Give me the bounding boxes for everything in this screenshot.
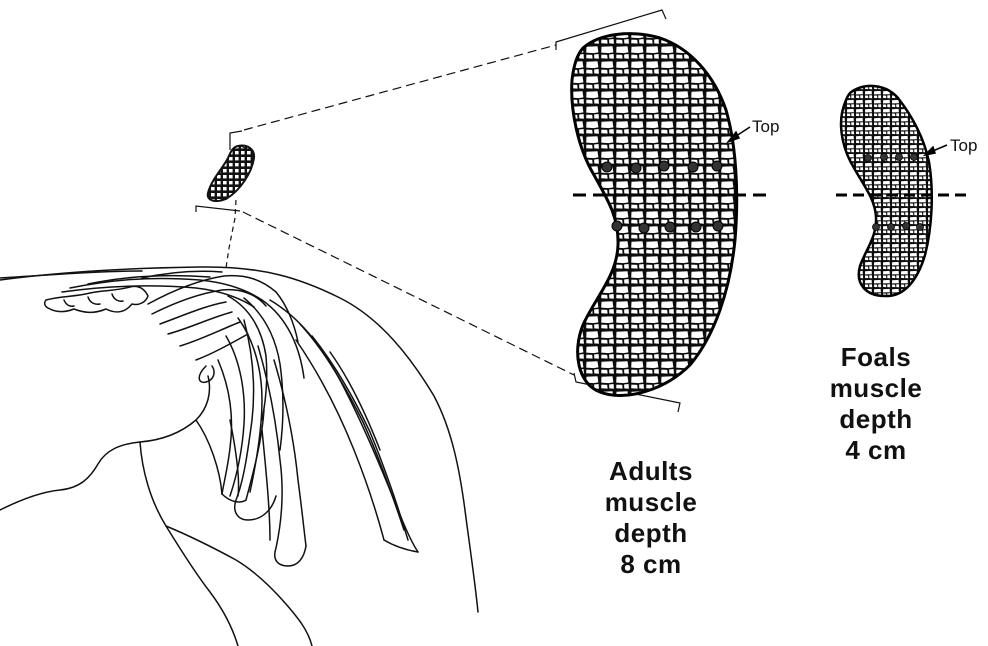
upper-projection-line bbox=[244, 45, 556, 130]
foal-top-label: Top bbox=[950, 137, 977, 155]
foal-caption-line-4: 4 cm bbox=[816, 435, 936, 466]
lower-projection-line bbox=[243, 212, 574, 375]
adult-caption-line-3: depth bbox=[586, 518, 716, 549]
foal-caption-line-3: depth bbox=[816, 404, 936, 435]
small-muscle-inset bbox=[208, 146, 254, 201]
adult-muscle-outline bbox=[572, 34, 737, 396]
foal-caption-line-1: Foals bbox=[816, 342, 936, 373]
adult-muscle-section bbox=[572, 34, 737, 396]
adult-top-label: Top bbox=[752, 118, 779, 136]
adult-caption: Adults muscle depth 8 cm bbox=[586, 456, 716, 580]
foal-muscle-section bbox=[841, 86, 932, 296]
adult-caption-line-2: muscle bbox=[586, 487, 716, 518]
horse-neck-illustration bbox=[0, 267, 478, 646]
foal-caption-line-2: muscle bbox=[816, 373, 936, 404]
foal-muscle-outline bbox=[841, 86, 932, 296]
adult-caption-line-4: 8 cm bbox=[586, 549, 716, 580]
foal-caption: Foals muscle depth 4 cm bbox=[816, 342, 936, 466]
lower-bracket bbox=[196, 206, 240, 212]
adult-caption-line-1: Adults bbox=[586, 456, 716, 487]
